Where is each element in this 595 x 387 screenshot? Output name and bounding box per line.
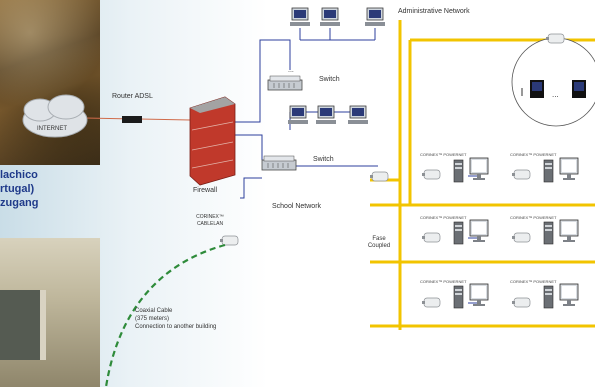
ellipsis-admin: ... bbox=[288, 67, 294, 74]
switch-school bbox=[261, 155, 297, 171]
school-pc-3 bbox=[347, 105, 369, 125]
admin-pc-1 bbox=[289, 7, 311, 27]
label-school-network: School Network bbox=[272, 203, 322, 210]
monitor-screen bbox=[0, 290, 46, 360]
internet-cloud bbox=[22, 94, 88, 138]
device-tag: CORINEX™ POWERNET bbox=[420, 152, 467, 157]
label-internet: INTERNET bbox=[37, 126, 67, 132]
location-line-3: zugang bbox=[0, 197, 39, 209]
coaxial-cable bbox=[104, 243, 226, 387]
switch-admin bbox=[267, 75, 303, 91]
device-tag: CORINEX™ POWERNET bbox=[510, 215, 557, 220]
device-tag: CORINEX™ POWERNET bbox=[420, 279, 467, 284]
location-line-1: lachico bbox=[0, 169, 38, 181]
photo-landscape bbox=[0, 0, 100, 165]
router-device bbox=[122, 116, 142, 123]
device-tag: CORINEX™ POWERNET bbox=[510, 152, 557, 157]
admin-pc-3 bbox=[364, 7, 386, 27]
label-corinex-cablelan: CORINEX™ CABLELAN bbox=[196, 214, 224, 227]
location-line-2: rtugal) bbox=[0, 183, 35, 195]
label-switch-mid: Switch bbox=[313, 156, 334, 163]
school-pc-2 bbox=[315, 105, 337, 125]
label-fase-coupled: Fase Coupled bbox=[367, 236, 391, 249]
powerline-adapter-main bbox=[369, 171, 389, 182]
admin-pc-2 bbox=[319, 7, 341, 27]
cablelan-adapter bbox=[219, 235, 239, 246]
workstations bbox=[421, 157, 579, 309]
admin-inset bbox=[511, 33, 595, 127]
school-pc-1 bbox=[287, 105, 309, 125]
label-router: Router ADSL bbox=[112, 93, 153, 100]
label-switch-top: Switch bbox=[319, 76, 340, 83]
label-coaxial: Coaxial Cable (375 meters) Connection to… bbox=[135, 307, 216, 331]
ellipsis-inset: ... bbox=[552, 90, 559, 99]
coaxial-line-1: Coaxial Cable bbox=[135, 308, 173, 314]
location-caption: lachico rtugal) zugang bbox=[0, 168, 100, 210]
coaxial-line-2: (375 meters) bbox=[135, 316, 170, 322]
label-administrative-network: Administrative Network bbox=[398, 8, 470, 15]
coaxial-line-3: Connection to another building bbox=[135, 324, 217, 330]
device-tag: CORINEX™ POWERNET bbox=[420, 215, 467, 220]
label-firewall: Firewall bbox=[193, 187, 218, 194]
device-tag: CORINEX™ POWERNET bbox=[510, 279, 557, 284]
firewall-wall bbox=[189, 96, 236, 186]
